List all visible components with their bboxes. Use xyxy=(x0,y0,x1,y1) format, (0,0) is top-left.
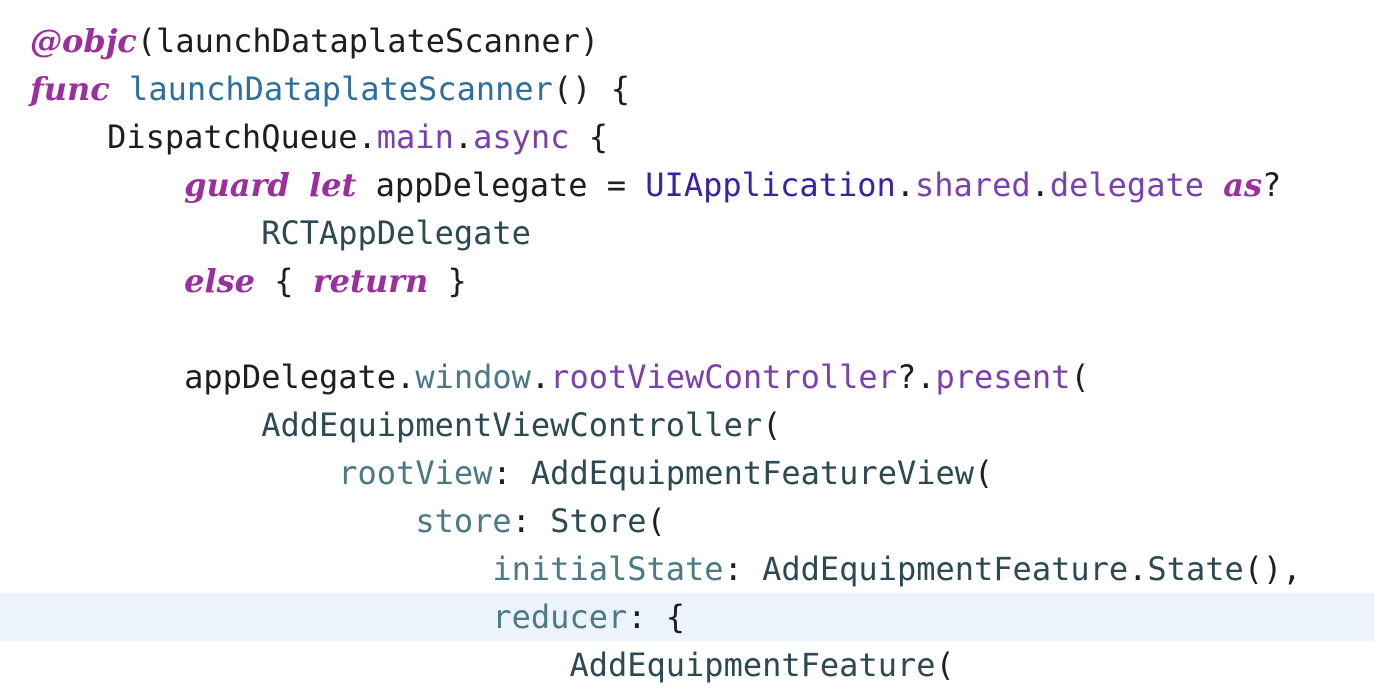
code-token: ( xyxy=(1070,358,1090,396)
code-line[interactable]: rootView: AddEquipmentFeatureView( xyxy=(0,449,1374,497)
code-token: rootViewController xyxy=(550,358,897,396)
code-line[interactable]: guard let appDelegate = UIApplication.sh… xyxy=(0,161,1374,209)
code-line[interactable]: AddEquipmentFeature( xyxy=(0,641,1374,689)
code-token: ( xyxy=(762,406,782,444)
code-token: . xyxy=(895,166,915,204)
code-token: shared xyxy=(915,166,1031,204)
code-indent xyxy=(30,454,338,492)
code-indent xyxy=(30,646,569,684)
code-token: let xyxy=(309,166,357,204)
code-token: (), xyxy=(1243,550,1302,588)
code-token: DispatchQueue xyxy=(107,118,358,156)
code-indent xyxy=(30,262,184,300)
code-token xyxy=(1204,166,1223,204)
code-token: rootView xyxy=(338,454,493,492)
code-token: guard xyxy=(184,166,290,204)
code-token: delegate xyxy=(1049,166,1204,204)
code-token: reducer xyxy=(492,598,628,636)
code-token: : xyxy=(723,550,763,588)
code-line[interactable]: AddEquipmentViewController( xyxy=(0,401,1374,449)
code-token: appDelegate = xyxy=(356,166,646,204)
code-token: else xyxy=(184,262,256,300)
code-indent xyxy=(30,214,261,252)
code-token: { xyxy=(255,262,313,300)
code-token: func xyxy=(30,70,110,108)
code-editor[interactable]: @objc(launchDataplateScanner)func launch… xyxy=(0,17,1374,689)
code-token: State xyxy=(1147,550,1244,588)
code-indent xyxy=(30,502,415,540)
code-token: as xyxy=(1223,166,1262,204)
code-token: AddEquipmentFeature xyxy=(762,550,1129,588)
code-token: . xyxy=(453,118,474,156)
code-token: main xyxy=(376,118,454,156)
code-token: () { xyxy=(552,70,630,108)
code-token: store xyxy=(415,502,512,540)
code-line[interactable]: func launchDataplateScanner() { xyxy=(0,65,1374,113)
code-indent xyxy=(30,406,261,444)
code-token xyxy=(290,166,309,204)
code-token: ( xyxy=(646,502,666,540)
code-token: UIApplication xyxy=(645,166,896,204)
code-token: { xyxy=(569,118,608,156)
code-token: @objc xyxy=(30,22,137,60)
code-token: . xyxy=(1030,166,1050,204)
code-line[interactable]: RCTAppDelegate xyxy=(0,209,1374,257)
code-token: . xyxy=(1128,550,1148,588)
code-line[interactable]: else { return } xyxy=(0,257,1374,305)
code-token: . xyxy=(396,358,416,396)
code-indent xyxy=(30,166,184,204)
code-token: AddEquipmentFeature xyxy=(569,646,936,684)
code-token: return xyxy=(312,262,429,300)
code-line[interactable] xyxy=(0,305,1374,353)
code-line[interactable]: initialState: AddEquipmentFeature.State(… xyxy=(0,545,1374,593)
code-token: ? xyxy=(1262,166,1282,204)
code-token: RCTAppDelegate xyxy=(261,214,531,252)
code-token: (launchDataplateScanner) xyxy=(136,22,600,60)
code-line-current[interactable]: reducer: { xyxy=(0,593,1374,641)
code-token: window xyxy=(415,358,531,396)
code-token: . xyxy=(357,118,377,156)
code-token: Store xyxy=(550,502,647,540)
code-token: present xyxy=(935,358,1071,396)
code-line[interactable]: store: Store( xyxy=(0,497,1374,545)
code-token: ( xyxy=(935,646,955,684)
code-token: async xyxy=(473,118,570,156)
code-indent xyxy=(30,550,492,588)
code-token xyxy=(110,70,129,108)
code-token: AddEquipmentViewController xyxy=(261,406,763,444)
code-indent xyxy=(30,358,184,396)
code-token: AddEquipmentFeatureView xyxy=(530,454,975,492)
code-token: appDelegate xyxy=(184,358,397,396)
code-token: initialState xyxy=(492,550,724,588)
code-token: : { xyxy=(627,598,686,636)
code-indent xyxy=(30,118,107,156)
code-token: : xyxy=(492,454,531,492)
code-line[interactable]: appDelegate.window.rootViewController?.p… xyxy=(0,353,1374,401)
code-indent xyxy=(30,598,492,636)
code-token: ?. xyxy=(896,358,936,396)
code-token: } xyxy=(428,262,467,300)
code-token: launchDataplateScanner xyxy=(129,70,553,108)
code-token: . xyxy=(530,358,551,396)
code-token: : xyxy=(511,502,551,540)
code-line[interactable]: @objc(launchDataplateScanner) xyxy=(0,17,1374,65)
code-token: ( xyxy=(974,454,994,492)
code-line[interactable]: DispatchQueue.main.async { xyxy=(0,113,1374,161)
